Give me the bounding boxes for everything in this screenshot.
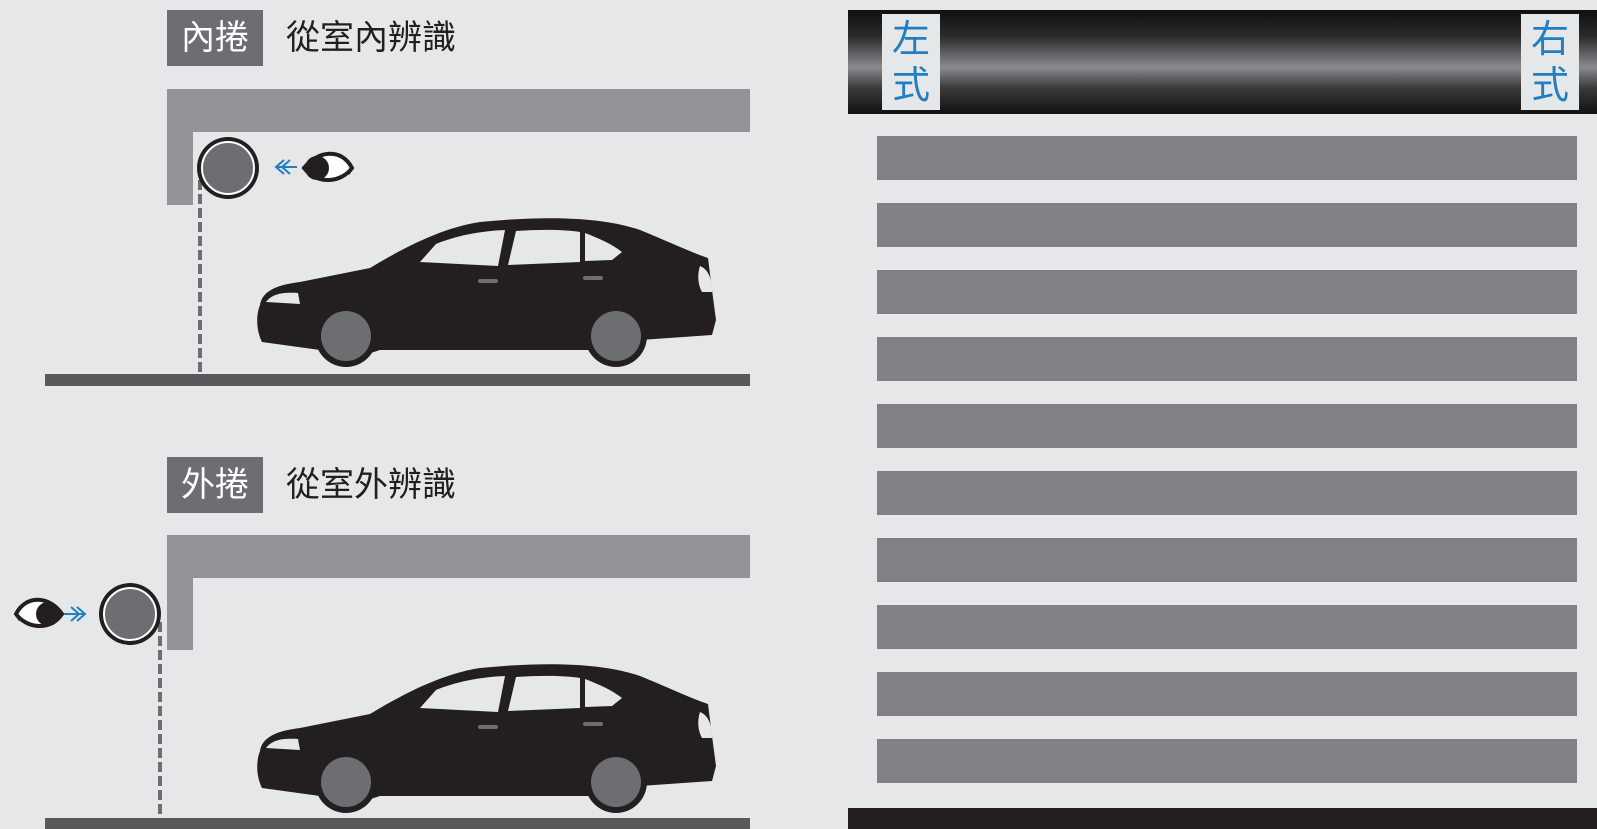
wall-beam-bottom xyxy=(167,535,750,578)
arrow-icon xyxy=(274,159,297,175)
caption-inside: 從室內辨識 xyxy=(286,18,456,58)
right-type-label: 右式 xyxy=(1521,14,1579,110)
tag-outside: 外捲 xyxy=(167,457,263,513)
slat xyxy=(877,203,1577,247)
slat xyxy=(877,404,1577,448)
left-type-label: 左式 xyxy=(882,14,940,110)
car-icon xyxy=(257,664,716,813)
arrow-icon xyxy=(64,606,87,622)
tag-inside: 內捲 xyxy=(167,10,263,66)
left-type-text: 左式 xyxy=(892,17,931,107)
wall-post-top xyxy=(167,89,193,205)
wall-beam-top xyxy=(167,89,750,132)
slat xyxy=(877,605,1577,649)
slat xyxy=(877,672,1577,716)
car-icon xyxy=(257,218,716,367)
slat xyxy=(877,538,1577,582)
slat xyxy=(877,270,1577,314)
slat xyxy=(877,471,1577,515)
slat xyxy=(877,136,1577,180)
slat xyxy=(877,739,1577,783)
caption-outside: 從室外辨識 xyxy=(286,465,456,505)
right-type-text: 右式 xyxy=(1531,17,1570,107)
ground-top xyxy=(45,374,750,386)
ground-bottom xyxy=(45,818,750,829)
slat xyxy=(877,337,1577,381)
eye-icon xyxy=(301,151,355,183)
wall-post-bottom xyxy=(167,535,193,650)
shutter-head-box xyxy=(848,10,1597,114)
shutter-bottom-bar xyxy=(848,808,1597,829)
eye-icon xyxy=(13,597,65,628)
